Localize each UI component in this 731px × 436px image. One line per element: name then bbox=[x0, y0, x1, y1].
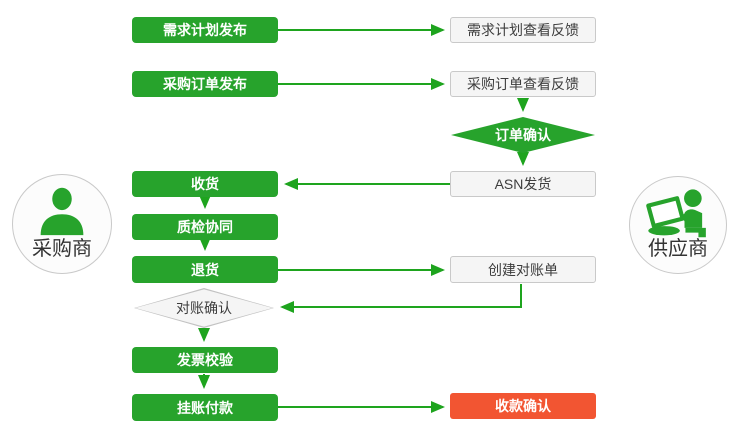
flow-node-invoice-verify: 发票校验 bbox=[132, 347, 278, 373]
flow-node-receive-goods: 收货 bbox=[132, 171, 278, 197]
flow-node-po-publish: 采购订单发布 bbox=[132, 71, 278, 97]
person-laptop-icon bbox=[630, 188, 726, 240]
actor-supplier-label: 供应商 bbox=[648, 238, 708, 260]
flow-node-payment-on-account: 挂账付款 bbox=[132, 394, 278, 421]
decision-label: 订单确认 bbox=[495, 127, 551, 143]
flow-node-return-goods: 退货 bbox=[132, 256, 278, 283]
flow-node-asn-ship: ASN发货 bbox=[450, 171, 596, 197]
actor-supplier: 供应商 bbox=[629, 176, 727, 274]
person-icon bbox=[13, 186, 111, 236]
decision-label: 对账确认 bbox=[176, 300, 232, 316]
flow-node-po-feedback: 采购订单查看反馈 bbox=[450, 71, 596, 97]
flow-node-receipt-confirm: 收款确认 bbox=[450, 393, 596, 419]
actor-buyer: 采购商 bbox=[12, 174, 112, 274]
flow-node-quality-collaboration: 质检协同 bbox=[132, 214, 278, 240]
actor-buyer-label: 采购商 bbox=[32, 238, 92, 260]
flow-node-demand-plan-publish: 需求计划发布 bbox=[132, 17, 278, 43]
flow-node-create-statement: 创建对账单 bbox=[450, 256, 596, 283]
flow-node-demand-plan-feedback: 需求计划查看反馈 bbox=[450, 17, 596, 43]
decision-statement-confirm: 对账确认 bbox=[134, 288, 274, 328]
decision-order-confirm: 订单确认 bbox=[451, 117, 595, 153]
